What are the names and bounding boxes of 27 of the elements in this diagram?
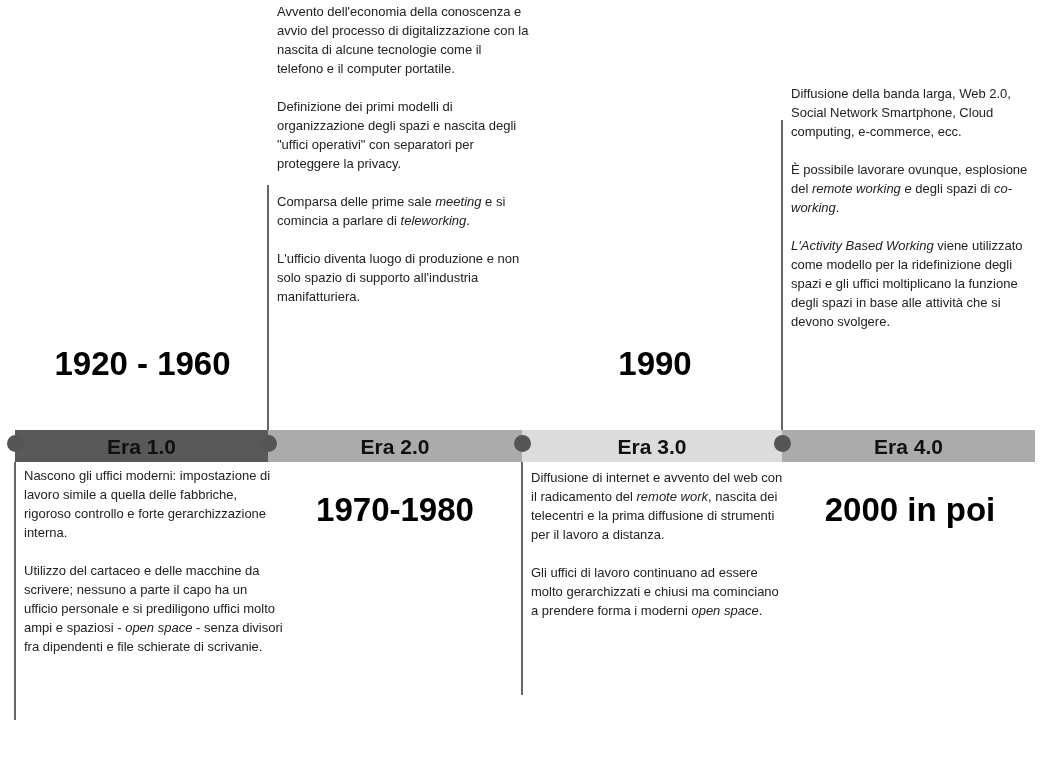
description-text: Diffusione di internet e avvento del web con il radicamento del remote work, nascita dei telecentri e la prima diffusione di strumenti per il lavoro a distanza. [531, 469, 784, 544]
description-text: Utilizzo del cartaceo e delle macchine da scrivere; nessuno a parte il capo ha un ufficio personale e si prediligono uffici molto ampi e spaziosi - open space - senza divisori fra dipendenti e file schierate di scrivanie. [24, 562, 283, 656]
era-bar [522, 430, 782, 462]
description-text: L'ufficio diventa luogo di produzione e non solo spazio di supporto all'industria manifatturiera. [277, 250, 521, 306]
era-bar [268, 430, 522, 462]
description-text: Nascono gli uffici moderni: impostazione di lavoro simile a quella delle fabbriche, rigoroso controllo e forte gerarchizzazione interna. [24, 467, 272, 542]
era-label: Era 2.0 [360, 435, 430, 457]
description-text: Diffusione della banda larga, Web 2.0, Social Network Smartphone, Cloud computing, e-commerce, ecc. [791, 85, 1012, 141]
year-label: 1920 - 1960 [53, 344, 232, 384]
year-label: 1970-1980 [315, 490, 475, 530]
era-label: Era 4.0 [874, 435, 943, 457]
era-label: Era 3.0 [617, 435, 687, 457]
description-text: Avvento dell'economia della conoscenza e avvio del processo di digitalizzazione con la nascita di alcune tecnologie come il telefono e il computer portatile. [277, 3, 530, 78]
description-text: Definizione dei primi modelli di organizzazione degli spazi e nascita degli "uffici operativi" con separatori per proteggere la privacy. [277, 98, 518, 173]
era-bar [782, 430, 1035, 462]
description-text: Gli uffici di lavoro continuano ad essere molto gerarchizzati e chiusi ma cominciano a prendere forma i moderni open space. [531, 564, 780, 620]
era-bar [15, 430, 268, 462]
description-text: Comparsa delle prime sale meeting e si comincia a parlare di teleworking. [277, 193, 507, 230]
description-text: L'Activity Based Working viene utilizzato come modello per la ridefinizione degli spazi e gli uffici moltiplicano la funzione degli spazi in base alle attività che si devono svolgere. [791, 237, 1024, 331]
year-label: 1990 [617, 344, 693, 384]
era-label: Era 1.0 [107, 435, 176, 457]
leader-line [781, 119, 783, 431]
leader-line [267, 184, 269, 431]
leader-line [14, 461, 16, 721]
description-text: È possibile lavorare ovunque, esplosione del remote working e degli spazi di co-working. [791, 161, 1029, 217]
year-label: 2000 in poi [823, 490, 997, 530]
leader-line [521, 461, 523, 696]
